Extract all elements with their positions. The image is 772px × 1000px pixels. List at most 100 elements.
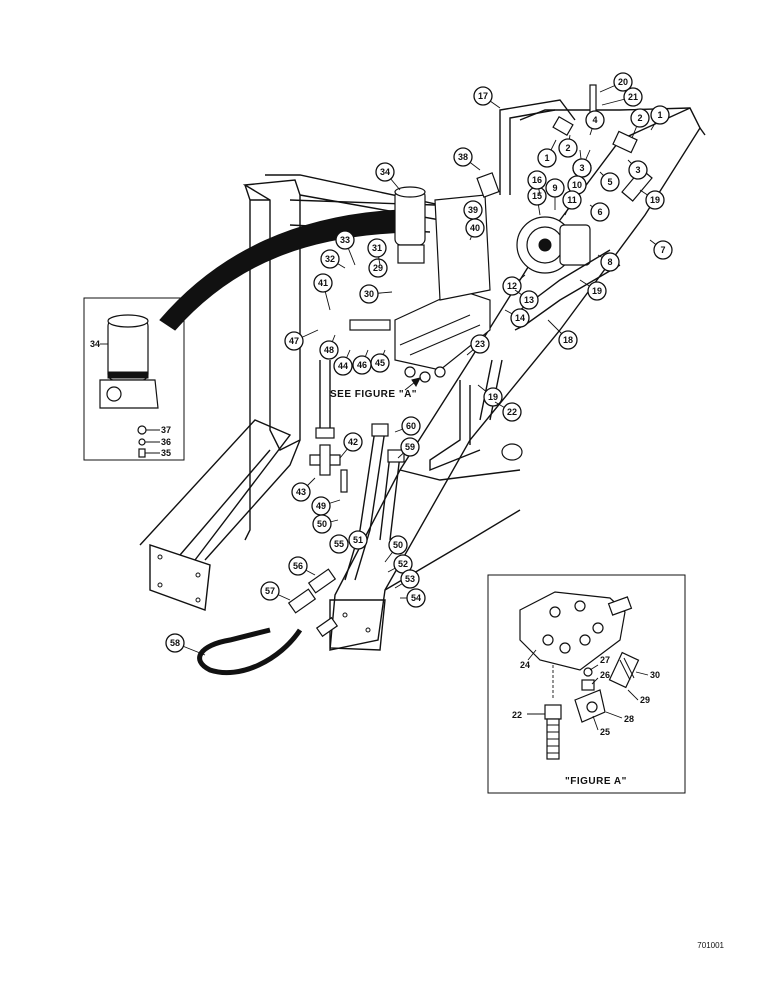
- callout-label: 17: [478, 91, 488, 101]
- callout-57: 57: [260, 581, 291, 601]
- callout-circle: [473, 86, 493, 106]
- callout-55: 55: [329, 534, 349, 554]
- hydraulic-pump: [516, 216, 591, 274]
- main-hose: [159, 209, 411, 331]
- callout-label: 34: [380, 167, 390, 177]
- callout-8: 8: [597, 252, 620, 272]
- callout-label: 58: [170, 638, 180, 648]
- callout-circle: [558, 330, 578, 350]
- callout-circle: [333, 356, 353, 376]
- callout-22: 22: [494, 401, 522, 422]
- callout-circle: [470, 334, 490, 354]
- callout-46: 46: [352, 349, 372, 375]
- callout-58: 58: [165, 633, 206, 656]
- callout-label: 50: [317, 519, 327, 529]
- callout-40: 40: [465, 218, 485, 241]
- fig-a-label-24: 24: [520, 660, 530, 670]
- callout-circle: [400, 569, 420, 589]
- callout-label: 6: [597, 207, 602, 217]
- callout-circle: [288, 556, 308, 576]
- callout-label: 2: [565, 143, 570, 153]
- callout-label: 55: [334, 539, 344, 549]
- callout-label: 43: [296, 487, 306, 497]
- callout-circle: [388, 535, 408, 555]
- callout-label: 56: [293, 561, 303, 571]
- callout-50: 50: [384, 535, 408, 563]
- callout-circle: [558, 138, 578, 158]
- callout-circle: [585, 110, 605, 130]
- callout-47: 47: [284, 329, 319, 351]
- callout-label: 48: [324, 345, 334, 355]
- callout-circle: [623, 87, 643, 107]
- callout-label: 42: [348, 437, 358, 447]
- callout-33: 33: [335, 230, 356, 266]
- callout-circle: [465, 218, 485, 238]
- callout-label: 15: [532, 191, 542, 201]
- callout-21: 21: [601, 87, 643, 107]
- callout-12: 12: [502, 274, 526, 296]
- callout-circle: [320, 249, 340, 269]
- callout-5: 5: [599, 171, 620, 192]
- callout-label: 38: [458, 152, 468, 162]
- callout-circle: [284, 331, 304, 351]
- callout-circle: [483, 387, 503, 407]
- callout-label: 39: [468, 205, 478, 215]
- callout-circle: [645, 190, 665, 210]
- filter-inset: 34 37 36 35: [83, 297, 185, 461]
- callout-circle: [367, 238, 387, 258]
- callout-1: 1: [537, 139, 557, 168]
- callout-label: 45: [375, 358, 385, 368]
- callout-label: 53: [405, 574, 415, 584]
- callout-label: 10: [572, 180, 582, 190]
- callout-18: 18: [547, 319, 578, 350]
- callout-circle: [352, 355, 372, 375]
- callout-label: 1: [657, 110, 662, 120]
- callout-13: 13: [514, 289, 539, 310]
- callout-circle: [613, 72, 633, 92]
- callout-19: 19: [639, 189, 665, 210]
- callout-38: 38: [453, 147, 481, 171]
- callout-label: 14: [515, 313, 525, 323]
- callout-label: 11: [567, 195, 577, 205]
- callout-label: 50: [393, 540, 403, 550]
- callout-label: 30: [364, 289, 374, 299]
- callout-label: 22: [507, 407, 517, 417]
- fig-a-label-22: 22: [512, 710, 522, 720]
- callout-56: 56: [288, 556, 316, 576]
- callout-45: 45: [370, 349, 390, 373]
- flexible-hose-58: [197, 568, 339, 676]
- fig-a-label-27: 27: [600, 655, 610, 665]
- callout-15: 15: [527, 186, 547, 216]
- callout-circle: [406, 588, 426, 608]
- callout-circle: [650, 105, 670, 125]
- figure-a-inset: 24 27 26 30 29 28 25 22 "FIGURE A": [487, 574, 686, 794]
- callout-label: 4: [592, 115, 597, 125]
- callout-50: 50: [312, 514, 339, 534]
- callout-label: 8: [607, 257, 612, 267]
- callout-label: 46: [357, 360, 367, 370]
- callout-9: 9: [545, 178, 565, 210]
- callout-2: 2: [558, 134, 578, 158]
- callout-label: 23: [475, 339, 485, 349]
- fig-a-label-29: 29: [640, 695, 650, 705]
- callout-32: 32: [320, 249, 346, 269]
- callout-circle: [343, 432, 363, 452]
- fig-a-label-26: 26: [600, 670, 610, 680]
- callout-label: 19: [650, 195, 660, 205]
- callout-circle: [312, 514, 332, 534]
- callout-circle: [519, 290, 539, 310]
- callout-label: 12: [507, 281, 517, 291]
- callout-label: 52: [398, 559, 408, 569]
- callout-circle: [165, 633, 185, 653]
- callout-circle: [260, 581, 280, 601]
- callout-label: 9: [552, 183, 557, 193]
- callout-circle: [600, 172, 620, 192]
- callout-circle: [510, 308, 530, 328]
- callout-4: 4: [585, 110, 605, 136]
- callout-14: 14: [504, 308, 530, 328]
- callout-label: 47: [289, 336, 299, 346]
- callout-60: 60: [394, 416, 421, 436]
- return-tube: [499, 99, 576, 195]
- callout-circle: [527, 170, 547, 190]
- callout-circle: [359, 284, 379, 304]
